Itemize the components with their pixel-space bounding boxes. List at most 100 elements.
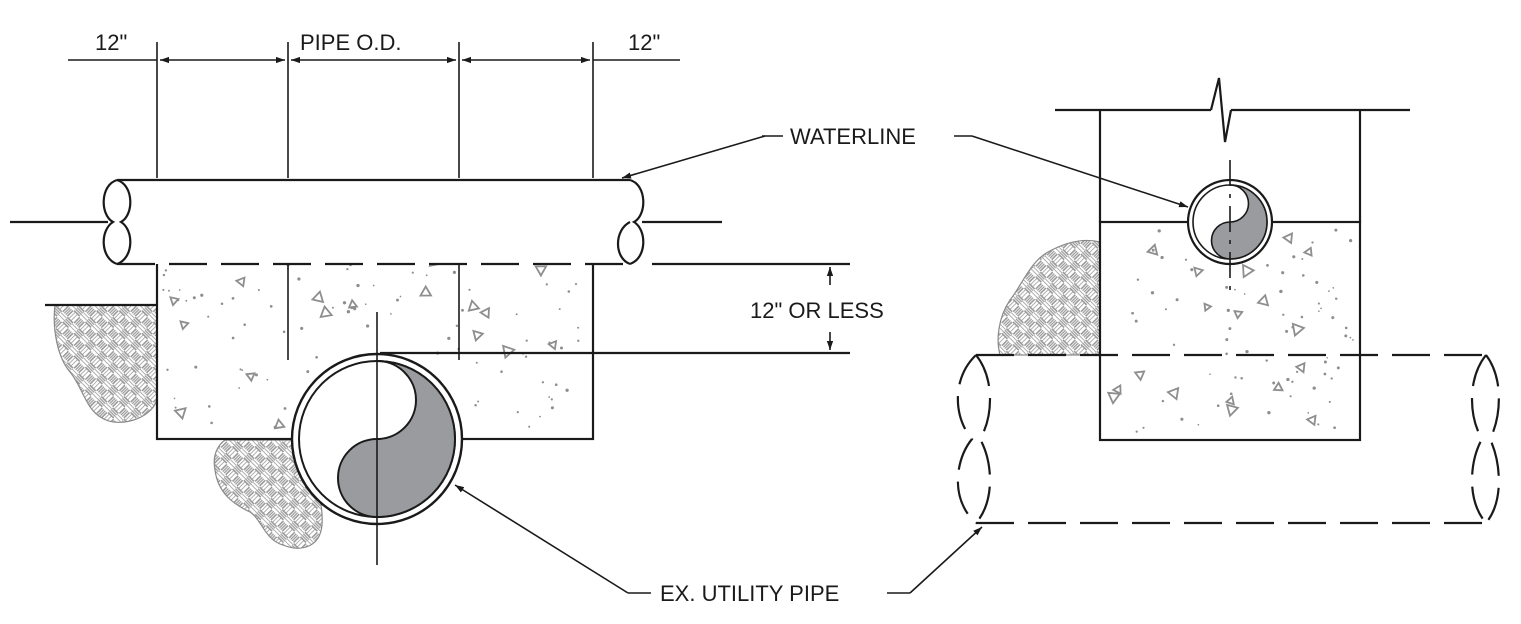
- aggregate-dot: [399, 295, 402, 298]
- aggregate-dot: [1142, 426, 1145, 429]
- aggregate-dot: [166, 368, 169, 371]
- aggregate-dot: [1344, 334, 1348, 338]
- waterline-leader-right: [971, 135, 1189, 208]
- aggregate-dot: [1349, 239, 1353, 243]
- aggregate-dot: [1333, 426, 1336, 430]
- aggregate-dot: [1331, 316, 1335, 320]
- aggregate-dot: [1161, 399, 1165, 403]
- aggregate-dot: [1225, 352, 1228, 356]
- aggregate-stone: [310, 289, 325, 304]
- aggregate-dot: [1307, 412, 1310, 414]
- aggregate-dot: [550, 406, 554, 410]
- aggregate-stone: [472, 329, 485, 343]
- aggregate-dot: [1323, 372, 1327, 376]
- aggregate-dot: [577, 339, 580, 342]
- aggregate-dot: [342, 301, 347, 305]
- waterline-leader: [621, 135, 766, 179]
- aggregate-dot: [447, 336, 451, 341]
- aggregate-dot: [1225, 285, 1229, 289]
- aggregate-dot: [1164, 308, 1167, 311]
- aggregate-stone: [1294, 361, 1306, 374]
- aggregate-stone: [347, 298, 359, 309]
- aggregate-dot: [528, 425, 531, 428]
- aggregate-dot: [1330, 377, 1333, 380]
- aggregate-dot: [1135, 430, 1138, 433]
- aggregate-dot: [1151, 248, 1155, 252]
- aggregate-dot: [1226, 308, 1230, 312]
- aggregate-dot: [1312, 386, 1316, 390]
- aggregate-dot: [515, 313, 518, 316]
- aggregate-stone: [1145, 243, 1159, 256]
- aggregate-dot: [554, 383, 558, 387]
- aggregate-dot: [1197, 423, 1200, 426]
- aggregate-stone: [1233, 310, 1244, 320]
- aggregate-dot: [241, 369, 244, 371]
- aggregate-dot: [1243, 293, 1246, 295]
- aggregate-dot: [1323, 360, 1327, 364]
- aggregate-dot: [174, 406, 177, 409]
- aggregate-dot: [366, 324, 370, 328]
- aggregate-stone: [1193, 266, 1205, 278]
- aggregate-dot: [1172, 343, 1176, 346]
- aggregate-stone: [173, 406, 187, 421]
- aggregate-dot: [300, 326, 304, 330]
- aggregate-dot: [297, 277, 301, 281]
- aggregate-dot: [257, 288, 260, 292]
- aggregate-dot: [207, 315, 210, 318]
- aggregate-stone: [1291, 322, 1306, 338]
- aggregate-stone: [1256, 293, 1270, 307]
- aggregate-dot: [1228, 327, 1232, 331]
- aggregate-dot: [364, 303, 367, 306]
- aggregate-dot: [220, 302, 224, 305]
- callouts: WATERLINE EX. UTILITY PIPE: [628, 124, 972, 606]
- waterline-shading: [1210, 184, 1268, 260]
- aggregate-dot: [475, 361, 478, 364]
- aggregate-dot: [1157, 229, 1161, 233]
- aggregate-stone: [273, 417, 286, 430]
- aggregate-dot: [331, 306, 334, 309]
- soil-hatch-left: [53, 304, 158, 423]
- aggregate-dot: [1279, 289, 1283, 294]
- aggregate-dot: [1328, 400, 1331, 403]
- aggregate-dot: [1281, 271, 1285, 275]
- aggregate-stone: [478, 306, 490, 320]
- aggregate-dot: [1320, 307, 1322, 310]
- aggregate-stone: [467, 299, 481, 312]
- aggregate-dot: [239, 368, 242, 371]
- aggregate-dot: [1184, 258, 1188, 261]
- aggregate-dot: [550, 398, 553, 401]
- aggregate-dot: [1150, 291, 1155, 295]
- aggregate-stone: [1166, 386, 1180, 401]
- aggregate-stone: [1106, 391, 1122, 405]
- aggregate-dot: [1229, 392, 1233, 396]
- aggregate-dot: [254, 373, 258, 377]
- aggregate-dot: [1315, 280, 1319, 284]
- aggregate-dot: [1285, 329, 1289, 333]
- aggregate-dot: [162, 273, 166, 277]
- aggregate-dot: [1245, 349, 1249, 354]
- aggregate-dot: [539, 415, 541, 418]
- aggregate-dot: [192, 296, 196, 300]
- aggregate-dot: [1266, 264, 1269, 267]
- utility-pipe-break-left: [956, 354, 977, 524]
- aggregate-stone: [418, 284, 433, 297]
- pipe-break-left: [102, 178, 118, 266]
- aggregate-dot: [1160, 255, 1164, 260]
- aggregate-dot: [455, 324, 459, 328]
- aggregate-dot: [1267, 411, 1271, 415]
- aggregate-dot: [390, 313, 392, 315]
- aggregate-dot: [1234, 376, 1237, 379]
- aggregate-dot: [565, 388, 569, 392]
- aggregate-dot: [574, 283, 578, 286]
- aggregate-dot: [353, 307, 357, 311]
- utility-leader-right: [909, 526, 983, 594]
- aggregate-dot: [411, 271, 414, 274]
- aggregate-dot: [1216, 404, 1220, 408]
- aggregate-dot: [346, 310, 351, 314]
- vertical-dim-label: 12" OR LESS: [750, 298, 884, 323]
- aggregate-dot: [516, 411, 519, 414]
- aggregate-dot: [1286, 377, 1290, 382]
- aggregate-dot: [168, 289, 170, 292]
- utility-pipe-break-right: [1485, 354, 1500, 524]
- soil-hatch-right: [997, 239, 1101, 356]
